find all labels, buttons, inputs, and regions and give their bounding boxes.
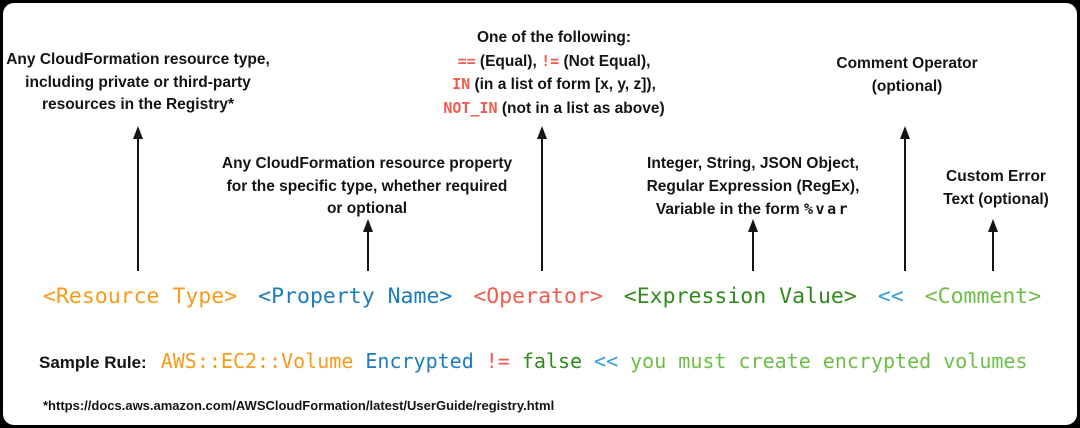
annotation-property-name: Any CloudFormation resource property for…	[222, 153, 512, 221]
annotation-resource-type: Any CloudFormation resource type, includ…	[6, 49, 270, 117]
sample-token-comment-operator: <<	[594, 349, 619, 373]
syntax-token-comment-operator: <<	[877, 284, 904, 309]
annotation-custom-error-line2: Text (optional)	[943, 190, 1049, 208]
equal-operator-desc: (Equal),	[475, 52, 542, 70]
variable-form-text: Variable in the form	[655, 201, 805, 218]
annotation-comment-operator: Comment Operator (optional)	[836, 53, 977, 98]
sample-rule-row: Sample Rule: AWS::EC2::Volume Encrypted …	[39, 349, 1028, 373]
arrow-shaft	[541, 137, 543, 271]
annotation-expression-value-line2: Regular Expression (RegEx),	[646, 177, 860, 195]
annotation-operator-equal-line: == (Equal), != (Not Equal),	[443, 50, 664, 74]
registry-footnote: *https://docs.aws.amazon.com/AWSCloudFor…	[43, 398, 555, 413]
sample-token-expression-value: false	[521, 349, 583, 373]
arrow-shaft	[137, 137, 139, 271]
arrow-head-icon	[900, 126, 910, 139]
in-operator-token: IN	[452, 75, 471, 93]
arrow-head-icon	[748, 219, 758, 232]
annotation-expression-value-line3: Variable in the form %var	[647, 198, 860, 222]
not-in-operator-token: NOT_IN	[443, 98, 498, 117]
arrow-shaft	[752, 230, 754, 271]
annotation-property-name-line2: for the specific type, whether required	[226, 177, 508, 195]
arrow-property-name	[362, 219, 374, 271]
sample-rule-label: Sample Rule:	[39, 353, 147, 372]
not-equal-operator-token: !=	[541, 51, 560, 70]
syntax-token-expression-value: <Expression Value>	[623, 284, 857, 309]
annotation-expression-value-line1: Integer, String, JSON Object,	[647, 155, 859, 172]
arrow-shaft	[992, 230, 994, 271]
annotation-expression-value: Integer, String, JSON Object, Regular Ex…	[647, 153, 860, 222]
arrow-resource-type	[132, 126, 144, 271]
sample-token-property-name: Encrypted	[365, 349, 474, 373]
syntax-token-comment: <Comment>	[924, 284, 1042, 309]
arrow-head-icon	[537, 126, 547, 139]
sample-rule-code: AWS::EC2::Volume Encrypted != false << y…	[161, 349, 1028, 373]
annotation-resource-type-line2: including private or third-party	[25, 73, 251, 91]
sample-token-comment: you must create encrypted volumes	[630, 349, 1028, 373]
annotation-custom-error: Custom Error Text (optional)	[943, 166, 1049, 211]
equal-operator-token: ==	[457, 51, 476, 70]
in-operator-desc: (in a list of form [x, y, z]),	[470, 76, 656, 93]
arrow-comment-operator	[899, 126, 911, 271]
rule-syntax-line: <Resource Type> <Property Name> <Operato…	[43, 283, 1041, 311]
annotation-property-name-line3: or optional	[326, 200, 408, 217]
arrow-custom-error	[987, 219, 999, 271]
annotation-resource-type-line1: Any CloudFormation resource type,	[6, 51, 270, 68]
arrow-shaft	[367, 230, 369, 271]
annotation-custom-error-line1: Custom Error	[946, 168, 1046, 185]
syntax-token-operator: <Operator>	[473, 284, 603, 309]
annotation-operator-not-in-line: NOT_IN (not in a list as above)	[443, 97, 664, 121]
annotation-comment-operator-line1: Comment Operator	[836, 55, 978, 72]
annotation-operator-title: One of the following:	[476, 29, 632, 46]
variable-form-token: %var	[804, 200, 851, 218]
not-in-operator-desc: (not in a list as above)	[497, 99, 665, 117]
arrow-head-icon	[133, 126, 143, 139]
syntax-token-resource-type: <Resource Type>	[43, 284, 238, 309]
syntax-token-property-name: <Property Name>	[258, 284, 453, 309]
annotation-comment-operator-line2: (optional)	[871, 77, 943, 95]
annotation-operator-in-line: IN (in a list of form [x, y, z]),	[443, 73, 664, 97]
not-equal-operator-desc: (Not Equal),	[559, 52, 651, 70]
annotation-operator: One of the following: == (Equal), != (No…	[443, 27, 664, 120]
sample-token-resource-type: AWS::EC2::Volume	[160, 349, 354, 373]
arrow-expression-value	[747, 219, 759, 271]
arrow-operator	[536, 126, 548, 271]
annotation-resource-type-line3: resources in the Registry*	[41, 96, 235, 113]
annotation-property-name-line1: Any CloudFormation resource property	[221, 155, 513, 172]
arrow-head-icon	[988, 219, 998, 232]
arrow-shaft	[904, 137, 906, 271]
arrow-head-icon	[363, 219, 373, 232]
sample-token-operator: !=	[485, 349, 510, 373]
